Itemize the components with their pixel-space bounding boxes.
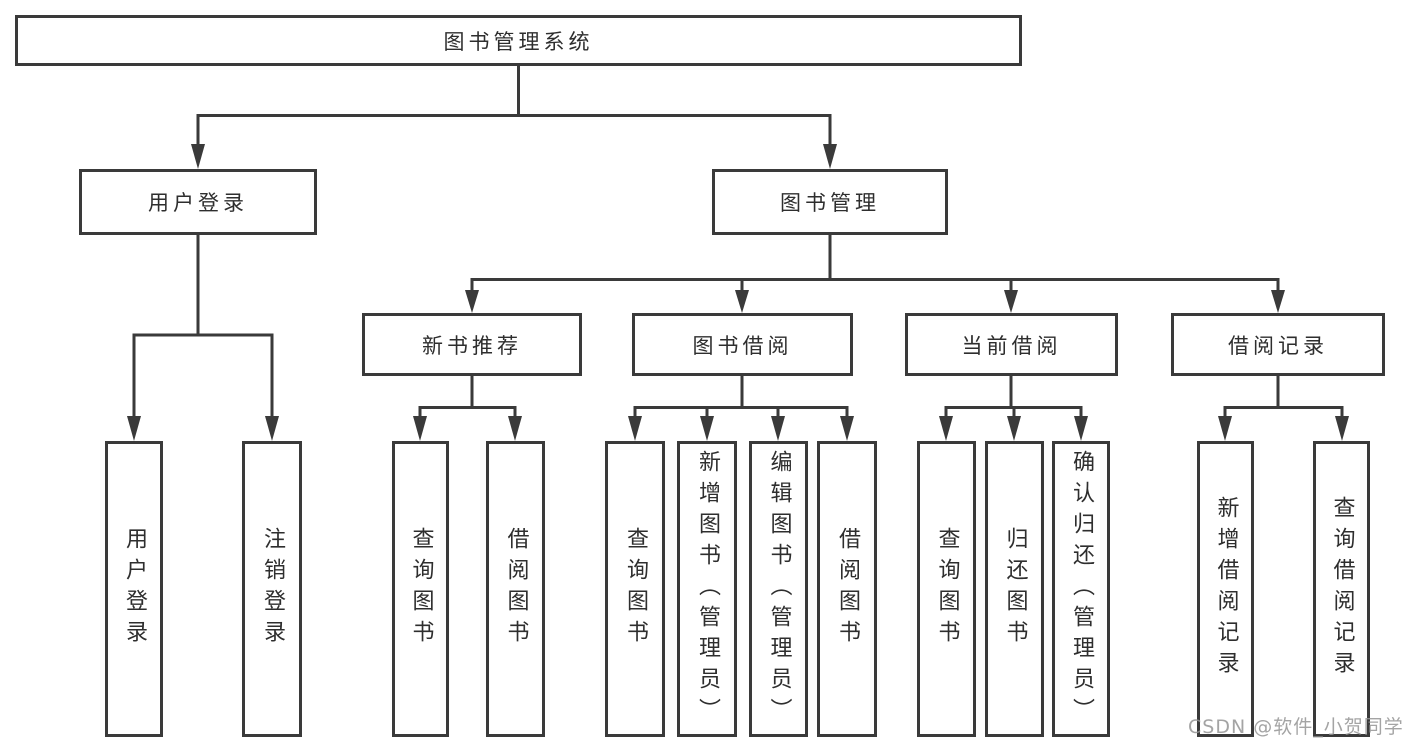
- arrow-leaf-12: [1218, 416, 1232, 441]
- leaf-confirm-return-admin-label: 确认归还（管理员）: [1069, 449, 1094, 729]
- leaf-borrow-books-recommend-label: 借阅图书: [503, 527, 529, 651]
- node-new-book-recommendation: 新书推荐: [362, 313, 582, 376]
- arrow-leaf-5: [628, 416, 642, 441]
- arrow-leaf-11: [1074, 416, 1088, 441]
- leaf-confirm-return-admin: 确认归还（管理员）: [1052, 441, 1110, 737]
- leaf-user-login: 用户登录: [105, 441, 163, 737]
- leaf-logout: 注销登录: [242, 441, 302, 737]
- arrow-borrowing: [735, 290, 749, 313]
- leaf-query-books-borrowing-label: 查询图书: [623, 527, 648, 651]
- node-book-management: 图书管理: [712, 169, 948, 235]
- leaf-query-books-recommend-label: 查询图书: [408, 527, 434, 651]
- leaf-add-book-admin-label: 新增图书（管理员）: [695, 449, 720, 729]
- leaf-borrow-books-recommend: 借阅图书: [486, 441, 545, 737]
- leaf-borrow-books-borrowing-label: 借阅图书: [835, 527, 860, 651]
- edge-records-bracket: [1223, 406, 1344, 418]
- leaf-query-borrow-record-label: 查询借阅记录: [1329, 496, 1355, 682]
- arrow-leaf-13: [1335, 416, 1349, 441]
- leaf-add-borrow-record: 新增借阅记录: [1197, 441, 1254, 737]
- arrow-leaf-8: [840, 416, 854, 441]
- leaf-edit-book-admin-label: 编辑图书（管理员）: [766, 449, 792, 729]
- edge-current-bracket: [944, 406, 1083, 418]
- edge-root-bracket: [196, 114, 832, 146]
- edge-userlogin-bracket: [132, 333, 274, 418]
- arrow-leaf-9: [939, 416, 953, 441]
- leaf-query-books-current: 查询图书: [917, 441, 976, 737]
- arrow-leaf-3: [413, 416, 427, 441]
- node-library-management-system: 图书管理系统: [15, 15, 1022, 66]
- csdn-watermark: CSDN @软件_小贺同学: [1188, 716, 1404, 738]
- arrow-leaf-6: [700, 416, 714, 441]
- leaf-return-book-label: 归还图书: [1002, 527, 1028, 651]
- edge-borrowing-bracket: [633, 406, 849, 418]
- leaf-edit-book-admin: 编辑图书（管理员）: [749, 441, 808, 737]
- arrow-leaf-4: [508, 416, 522, 441]
- node-borrowing-records: 借阅记录: [1171, 313, 1385, 376]
- arrow-records: [1271, 290, 1285, 313]
- leaf-add-borrow-record-label: 新增借阅记录: [1213, 496, 1239, 682]
- arrow-newbook: [465, 290, 479, 313]
- arrow-leaf-7: [771, 416, 785, 441]
- edge-bookmgmt-bracket: [470, 278, 1280, 292]
- node-book-borrowing: 图书借阅: [632, 313, 853, 376]
- leaf-logout-label: 注销登录: [260, 527, 285, 651]
- arrow-bookmgmt: [823, 144, 837, 169]
- leaf-query-borrow-record: 查询借阅记录: [1313, 441, 1370, 737]
- leaf-user-login-label: 用户登录: [122, 527, 147, 651]
- arrow-userlogin: [191, 144, 205, 169]
- leaf-query-books-recommend: 查询图书: [392, 441, 449, 737]
- leaf-borrow-books-borrowing: 借阅图书: [817, 441, 877, 737]
- arrow-leaf-10: [1007, 416, 1021, 441]
- leaf-add-book-admin: 新增图书（管理员）: [677, 441, 737, 737]
- node-current-borrowing: 当前借阅: [905, 313, 1118, 376]
- leaf-query-books-borrowing: 查询图书: [605, 441, 665, 737]
- arrow-leaf-1: [127, 416, 141, 441]
- arrow-current: [1004, 290, 1018, 313]
- node-user-login: 用户登录: [79, 169, 317, 235]
- leaf-query-books-current-label: 查询图书: [934, 527, 960, 651]
- arrow-leaf-2: [265, 416, 279, 441]
- leaf-return-book: 归还图书: [985, 441, 1044, 737]
- edge-newbook-bracket: [418, 406, 517, 418]
